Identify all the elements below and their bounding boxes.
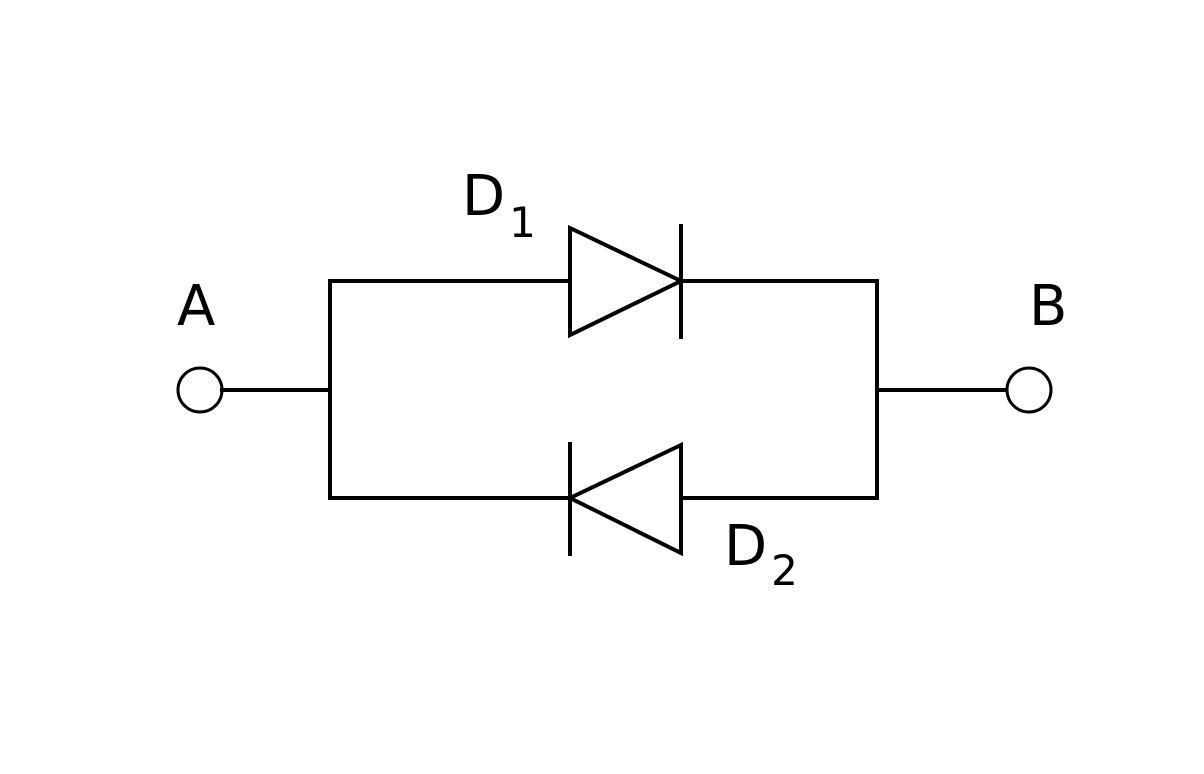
diode-d1-subscript: 1 bbox=[509, 198, 536, 247]
terminal-a-node bbox=[176, 366, 224, 414]
diode-d2-subscript: 2 bbox=[771, 546, 798, 595]
terminal-a bbox=[176, 366, 332, 414]
branch-d2 bbox=[328, 441, 879, 557]
diode-d2-triangle bbox=[565, 441, 683, 557]
terminal-a-label: A bbox=[177, 274, 215, 339]
terminal-b-label: B bbox=[1029, 274, 1067, 339]
diode-d1-letter: D bbox=[462, 164, 505, 229]
terminal-b bbox=[875, 366, 1053, 414]
diode-d1-label: D1 bbox=[462, 164, 536, 247]
diode-d2-letter: D bbox=[724, 514, 767, 579]
diode-d2-label: D2 bbox=[724, 514, 798, 595]
diode-d1-triangle bbox=[568, 224, 686, 339]
terminal-b-node bbox=[1005, 366, 1053, 414]
branch-d1 bbox=[328, 224, 879, 339]
